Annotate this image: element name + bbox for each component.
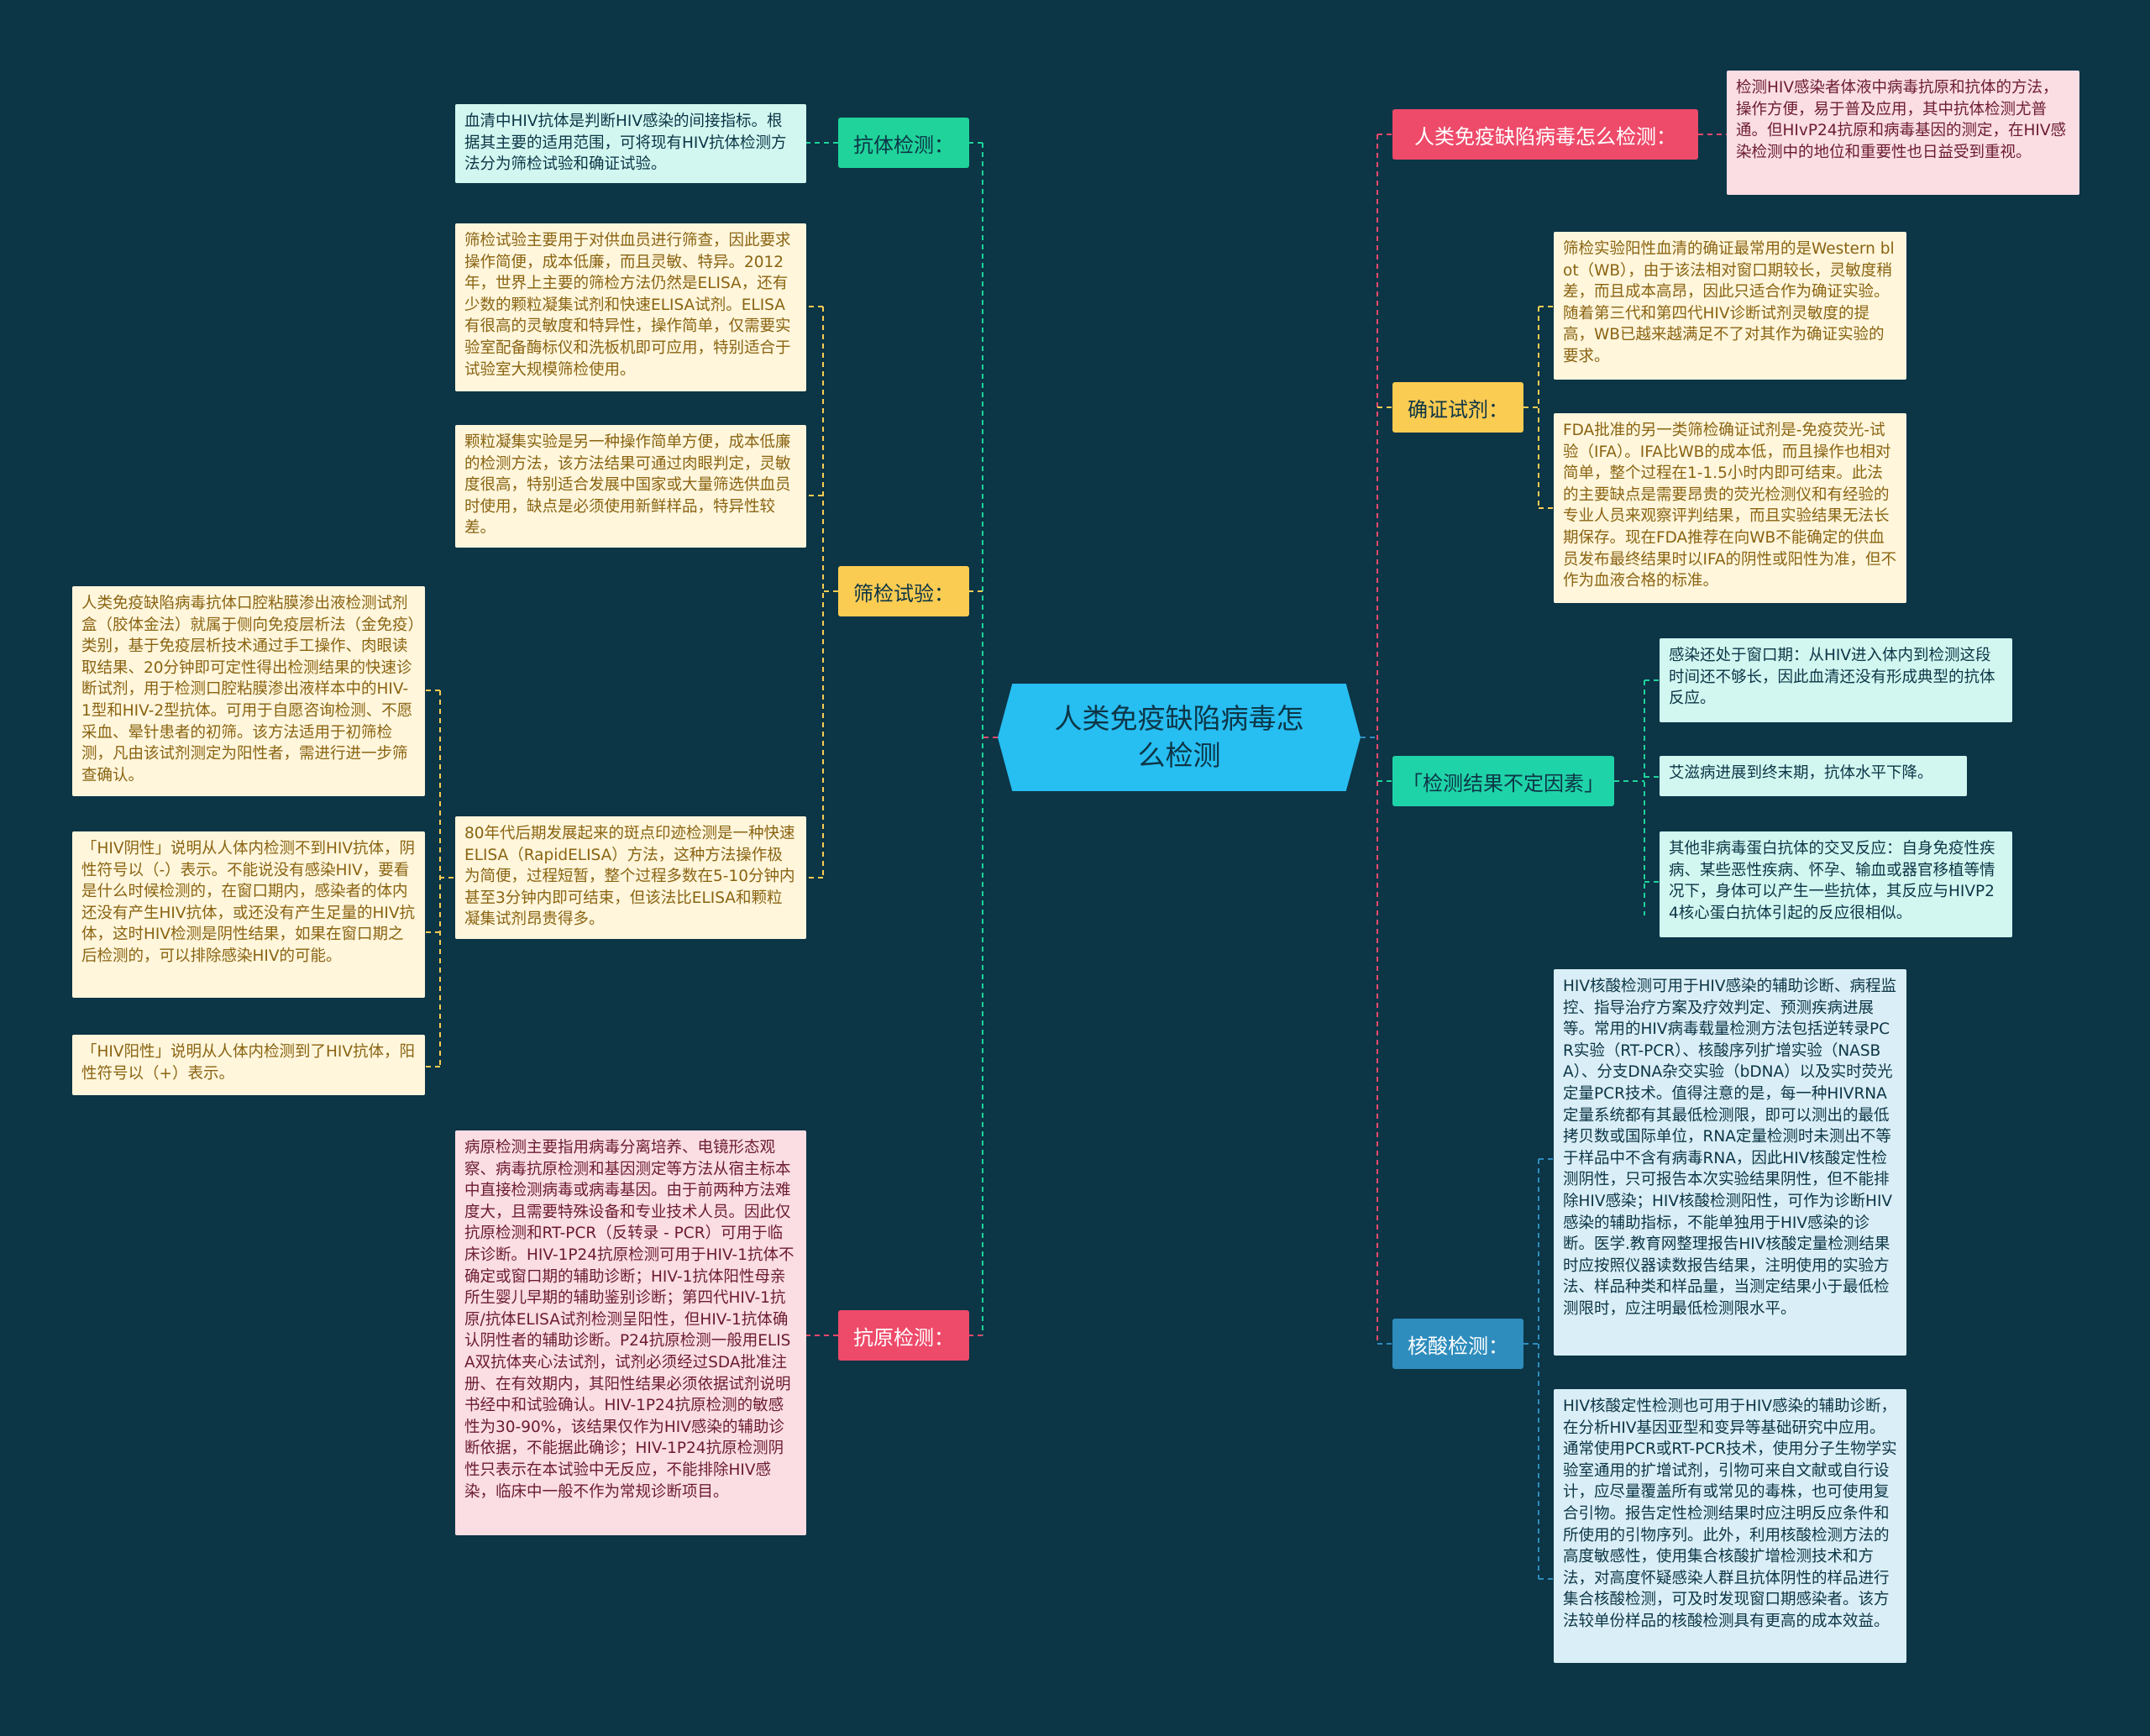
leaf-hiv-positive: 「HIV阳性」说明从人体内检测到了HIV抗体，阳性符号以（+）表示。 — [72, 1035, 425, 1095]
leaf-how-to-test-description: 检测HIV感染者体液中病毒抗原和抗体的方法，操作方便，易于普及应用，其中抗体检测… — [1727, 71, 2079, 195]
branch-nucleic-acid-test[interactable]: 核酸检测： — [1392, 1319, 1523, 1369]
branch-uncertain-factors[interactable]: 「检测结果不定因素」 — [1392, 756, 1614, 806]
leaf-ifa: FDA批准的另一类筛检确证试剂是-免疫荧光-试验（IFA）。IFA比WB的成本低… — [1554, 413, 1906, 603]
leaf-screening-dot-blot: 80年代后期发展起来的斑点印迹检测是一种快速ELISA（RapidELISA）方… — [455, 816, 806, 939]
branch-how-to-test[interactable]: 人类免疫缺陷病毒怎么检测： — [1392, 109, 1698, 160]
leaf-oral-mucosa-kit: 人类免疫缺陷病毒抗体口腔粘膜渗出液检测试剂盒（胶体金法）就属于侧向免疫层析法（金… — [72, 586, 425, 796]
branch-screening-test[interactable]: 筛检试验： — [838, 566, 969, 616]
leaf-nucleic-qualitative: HIV核酸定性检测也可用于HIV感染的辅助诊断，在分析HIV基因亚型和变异等基础… — [1554, 1389, 1906, 1663]
leaf-antigen-description: 病原检测主要指用病毒分离培养、电镜形态观察、病毒抗原检测和基因测定等方法从宿主标… — [455, 1130, 806, 1535]
leaf-end-stage: 艾滋病进展到终末期，抗体水平下降。 — [1660, 756, 1967, 796]
leaf-cross-reaction: 其他非病毒蛋白抗体的交叉反应：自身免疫性疾病、某些恶性疾病、怀孕、输血或器官移植… — [1660, 831, 2012, 937]
leaf-western-blot: 筛检实验阳性血清的确证最常用的是Western blot（WB），由于该法相对窗… — [1554, 232, 1906, 380]
leaf-screening-particle-agglutination: 颗粒凝集实验是另一种操作简单方便，成本低廉的检测方法，该方法结果可通过肉眼判定，… — [455, 425, 806, 548]
branch-antigen-test[interactable]: 抗原检测： — [838, 1310, 969, 1361]
leaf-window-period: 感染还处于窗口期：从HIV进入体内到检测这段时间还不够长，因此血清还没有形成典型… — [1660, 638, 2012, 722]
branch-confirmation-reagent[interactable]: 确证试剂： — [1392, 382, 1523, 433]
leaf-screening-elisa: 筛检试验主要用于对供血员进行筛查，因此要求操作简便，成本低廉，而且灵敏、特异。2… — [455, 223, 806, 391]
leaf-nucleic-quantitative: HIV核酸检测可用于HIV感染的辅助诊断、病程监控、指导治疗方案及疗效判定、预测… — [1554, 969, 1906, 1356]
leaf-hiv-negative: 「HIV阴性」说明从人体内检测不到HIV抗体，阴性符号以（-）表示。不能说没有感… — [72, 831, 425, 998]
branch-antibody-test[interactable]: 抗体检测： — [838, 118, 969, 168]
root-topic[interactable]: 人类免疫缺陷病毒怎么检测 — [998, 684, 1361, 791]
leaf-antibody-description: 血清中HIV抗体是判断HIV感染的间接指标。根据其主要的适用范围，可将现有HIV… — [455, 104, 806, 183]
